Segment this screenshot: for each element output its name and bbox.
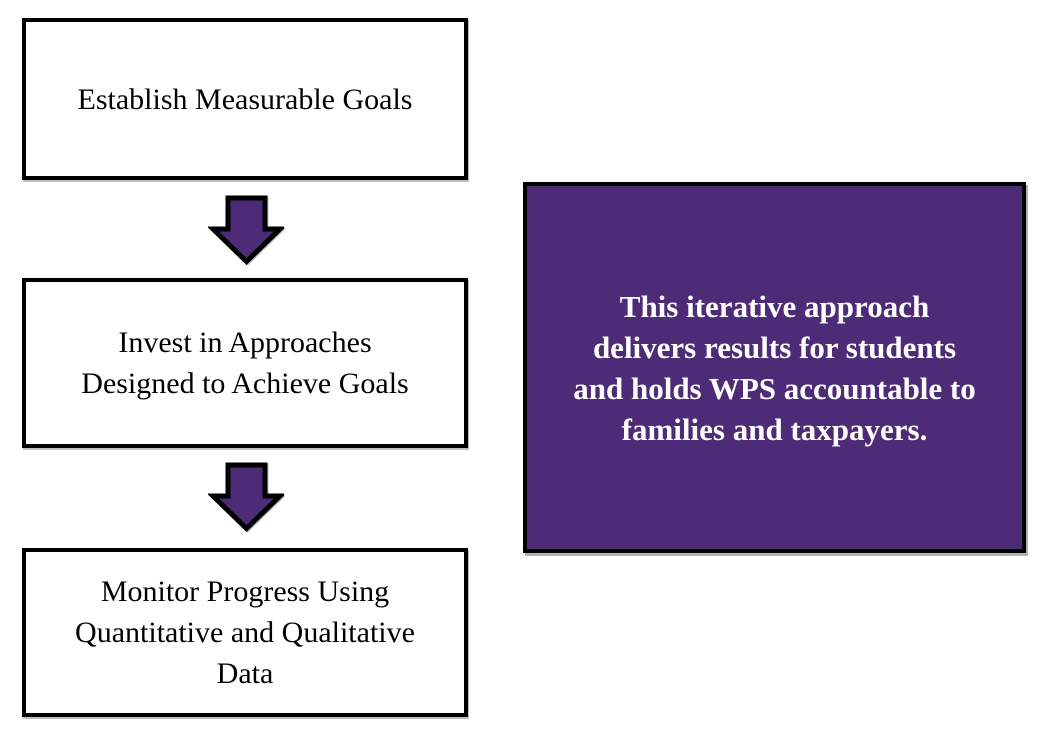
callout-panel: This iterative approach delivers results… <box>523 182 1026 553</box>
flow-step-establish-goals: Establish Measurable Goals <box>22 18 468 180</box>
flow-step-invest-approaches: Invest in Approaches Designed to Achieve… <box>22 278 468 448</box>
flow-step-invest-approaches-label: Invest in Approaches Designed to Achieve… <box>81 326 409 400</box>
down-arrow-shape <box>208 462 284 532</box>
flow-step-monitor-progress: Monitor Progress Using Quantitative and … <box>22 548 468 717</box>
down-arrow-icon <box>208 195 284 265</box>
callout-panel-text: This iterative approach delivers results… <box>573 288 976 447</box>
down-arrow-shape <box>208 195 284 265</box>
down-arrow-icon <box>208 462 284 532</box>
flow-step-establish-goals-label: Establish Measurable Goals <box>77 82 413 116</box>
flow-step-monitor-progress-label: Monitor Progress Using Quantitative and … <box>75 575 415 690</box>
